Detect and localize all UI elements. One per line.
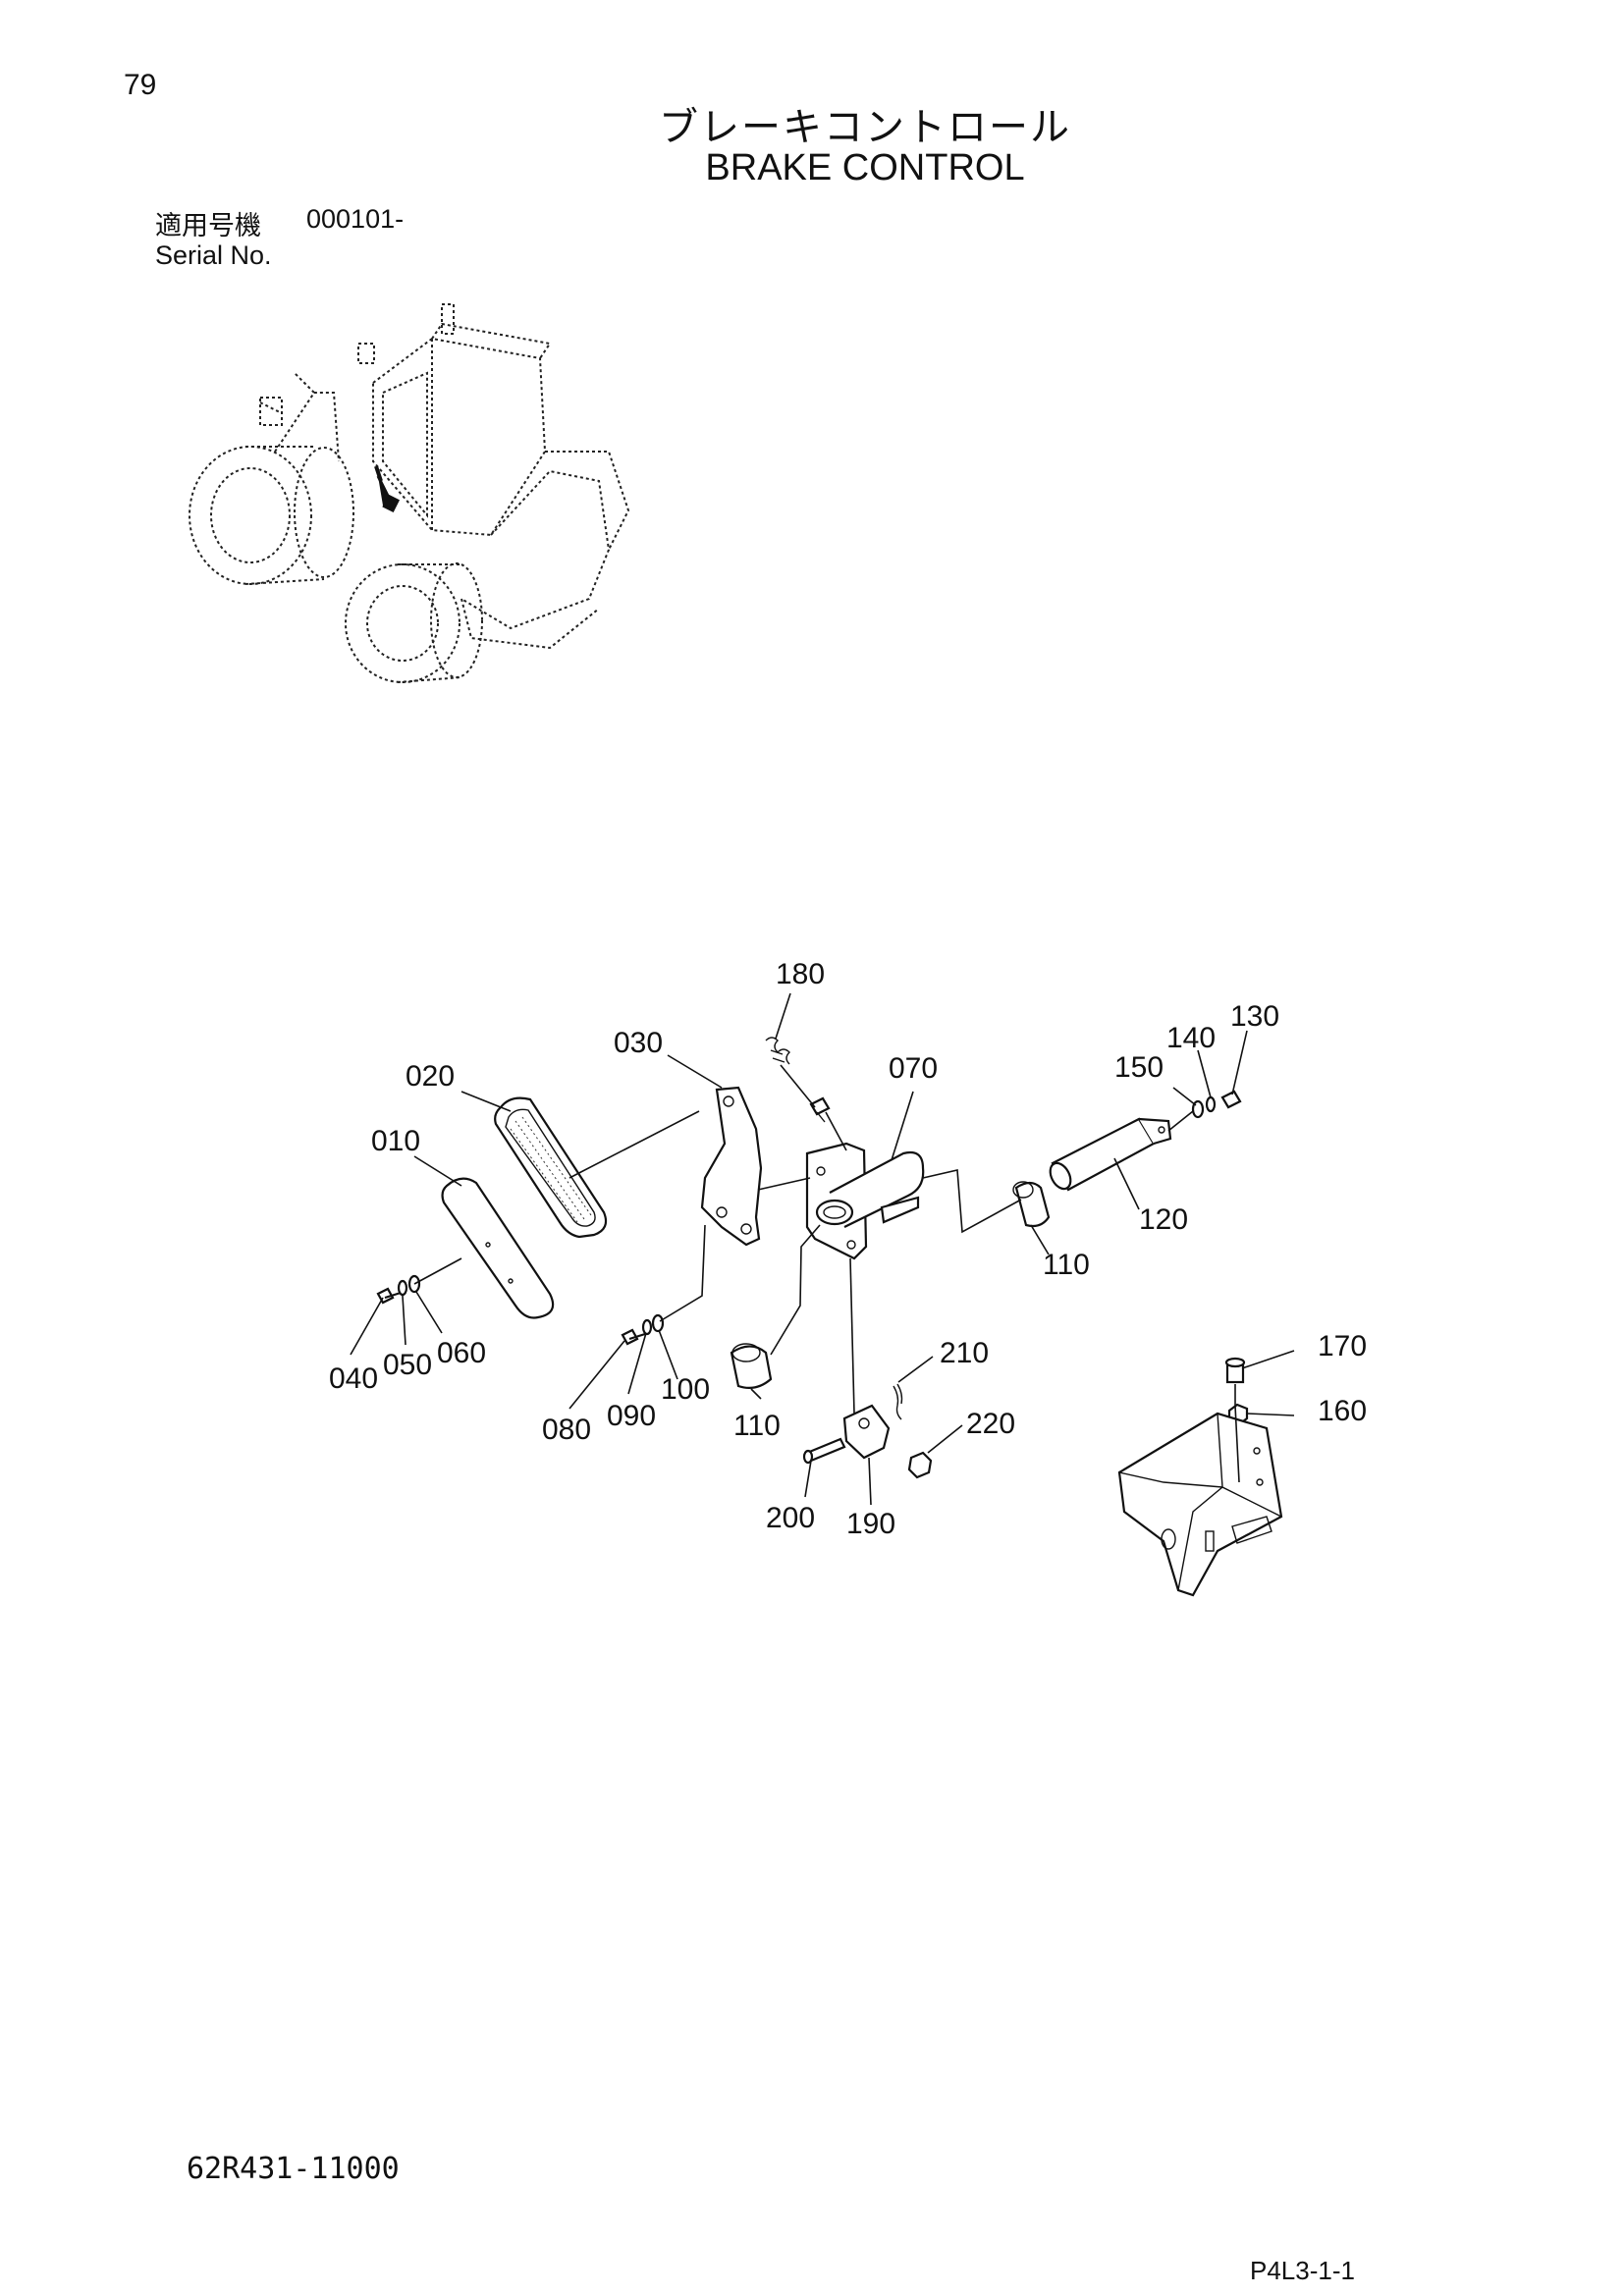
serial-number-value: 000101- [306,204,405,234]
page-title-japanese: ブレーキコントロール [659,106,1071,149]
part-140-washer [1205,1095,1217,1113]
callout-120: 120 [1139,1203,1188,1236]
part-030-bracket [700,1086,763,1247]
part-220-nut [907,1451,933,1479]
page-reference: P4L3-1-1 [1250,2256,1355,2285]
callout-040: 040 [329,1362,378,1395]
callout-160: 160 [1318,1395,1367,1427]
part-bolt-near-070 [809,1096,831,1123]
part-070-pedal-shaft [805,1142,925,1260]
callout-070: 070 [889,1052,938,1085]
serial-label-japanese: 適用号機 [155,211,261,240]
callout-050: 050 [383,1349,432,1381]
callout-030: 030 [614,1027,663,1059]
serial-label-english: Serial No. [155,240,272,270]
callout-130: 130 [1230,1000,1279,1033]
part-010-pedal-pad [441,1177,555,1319]
part-100-washer [651,1313,665,1333]
part-180-spring [765,1037,790,1065]
callout-140: 140 [1166,1022,1216,1054]
part-080-bolt [621,1328,646,1346]
part-050-washer [397,1279,408,1297]
callout-010: 010 [371,1125,420,1157]
callout-180: 180 [776,958,825,990]
callout-100: 100 [661,1373,710,1406]
callout-200: 200 [766,1502,815,1534]
part-130-bolt [1220,1090,1242,1109]
callout-110-right: 110 [1043,1249,1090,1281]
document-number: 62R431-11000 [187,2152,400,2186]
part-210-cotter-pin [893,1383,903,1420]
callout-060: 060 [437,1337,486,1369]
page-number: 79 [124,69,157,101]
callout-020: 020 [406,1060,455,1093]
part-020-pedal-rubber [494,1096,608,1239]
part-200-pin [802,1437,846,1465]
machine-overview-illustration [189,303,630,683]
callout-220: 220 [966,1408,1015,1440]
leader-lines [350,992,1295,1506]
callout-170: 170 [1318,1330,1367,1362]
callout-080: 080 [542,1414,591,1446]
part-190-clevis [842,1404,891,1460]
part-110-bushing-right [1012,1181,1051,1228]
callout-150: 150 [1114,1051,1164,1084]
callout-210: 210 [940,1337,989,1369]
callout-190: 190 [846,1508,895,1540]
page-title-english: BRAKE CONTROL [705,147,1025,188]
part-090-washer [641,1318,653,1336]
part-floor-bracket [1117,1412,1283,1597]
part-110-bushing-lower [730,1343,773,1389]
callout-110-lower: 110 [733,1410,781,1442]
part-120-pipe [1049,1117,1172,1192]
callout-labels: 010 020 030 040 050 060 070 080 090 100 … [329,958,1367,1540]
callout-090: 090 [607,1400,656,1432]
part-170-bolt [1224,1357,1246,1384]
